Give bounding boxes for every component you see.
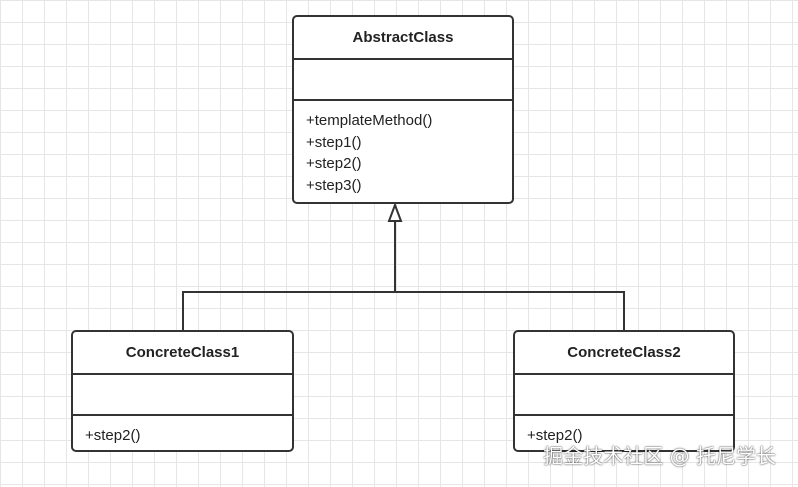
- operation: +templateMethod(): [306, 112, 433, 129]
- operation: +step1(): [306, 133, 362, 151]
- operation: +step3(): [306, 176, 362, 194]
- operation: +step2(): [85, 427, 141, 444]
- generalization-arrowhead: [387, 202, 403, 222]
- attributes-compartment: [73, 375, 292, 416]
- operations-compartment: +step2(): [73, 416, 292, 447]
- attributes-compartment: [294, 60, 512, 101]
- operations-compartment: +step2(): [515, 416, 733, 447]
- class-box-abstractclass[interactable]: AbstractClass +templateMethod() +step1()…: [292, 15, 514, 204]
- operation: +step2(): [527, 427, 583, 444]
- generalization-line-concreteclass2: [395, 291, 625, 330]
- watermark: 掘金技术社区 @ 托尼学长: [543, 444, 776, 468]
- class-name: ConcreteClass2: [515, 332, 733, 375]
- operations-compartment: +templateMethod() +step1() +step2() +ste…: [294, 101, 512, 196]
- class-name: ConcreteClass1: [73, 332, 292, 375]
- class-box-concreteclass2[interactable]: ConcreteClass2 +step2(): [513, 330, 735, 452]
- operation: +step2(): [306, 155, 362, 172]
- attributes-compartment: [515, 375, 733, 416]
- generalization-line-concreteclass1: [182, 291, 395, 330]
- class-box-concreteclass1[interactable]: ConcreteClass1 +step2(): [71, 330, 294, 452]
- class-name: AbstractClass: [294, 17, 512, 60]
